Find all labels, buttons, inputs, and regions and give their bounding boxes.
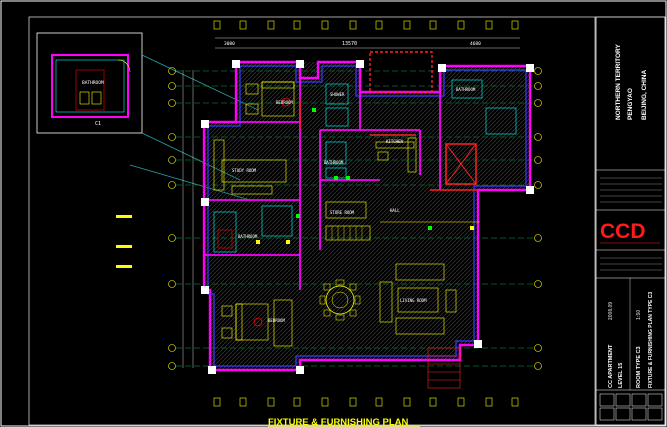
- room-label-bathroom-small: BATHROOM: [324, 160, 344, 165]
- inset-room-label: BATHROOM: [82, 80, 104, 86]
- drawing-name: CC APARTMENT: [608, 344, 614, 388]
- room-label-living: LIVING ROOM: [400, 298, 427, 303]
- dimension-lines: [182, 37, 520, 368]
- column-markers-top: [213, 20, 519, 30]
- grid-bubbles-right: [534, 67, 542, 370]
- level: LEVEL 15: [618, 363, 624, 388]
- dining-table: [319, 279, 361, 321]
- dimension-total: 13570: [342, 41, 357, 47]
- svg-text:C1: C1: [95, 121, 101, 127]
- ccd-logo: CCD: [600, 220, 646, 243]
- column-markers-bottom: [213, 397, 519, 407]
- room-label-right: BATHROOM: [456, 87, 476, 92]
- sheet-title: FIXTURE & FURNISHING PLAN TYPE C3: [648, 292, 654, 388]
- inset-detail: BATHROOM C1: [36, 32, 143, 134]
- floor-plan: BEDROOM SHOWER KITCHEN BATHROOM: [116, 51, 534, 389]
- dimension-left: 3080: [224, 41, 235, 47]
- drawing-title: FIXTURE & FURNISHING PLAN: [268, 417, 409, 427]
- room-label-bedroom-bottom: BEDROOM: [268, 318, 285, 323]
- date: 2008.09: [608, 302, 614, 320]
- room-label-store: STORE ROOM: [330, 210, 355, 215]
- room-label-bedroom-top: BEDROOM: [276, 100, 293, 105]
- room-type: ROOM TYPE C3: [636, 346, 642, 388]
- room-label-hall: HALL: [390, 208, 400, 213]
- client-location: BEIJING, CHINA: [641, 69, 648, 120]
- scale: 1:50: [636, 310, 642, 320]
- room-label-shower: SHOWER: [330, 92, 345, 97]
- room-label-bathroom-mid: BATHROOM: [238, 234, 258, 239]
- drawing-frame: [28, 16, 596, 426]
- project-line1: NORTHERN TERRITORY: [615, 44, 622, 121]
- room-label-study: STUDY ROOM: [232, 168, 257, 173]
- dimension-right: 4680: [470, 41, 481, 47]
- room-label-kitchen: KITCHEN: [386, 139, 403, 144]
- title-block: NORTHERN TERRITORY PENGYAO BEIJING, CHIN…: [595, 16, 666, 426]
- grid-bubbles-left: [168, 67, 176, 370]
- project-line2: PENGYAO: [627, 88, 634, 120]
